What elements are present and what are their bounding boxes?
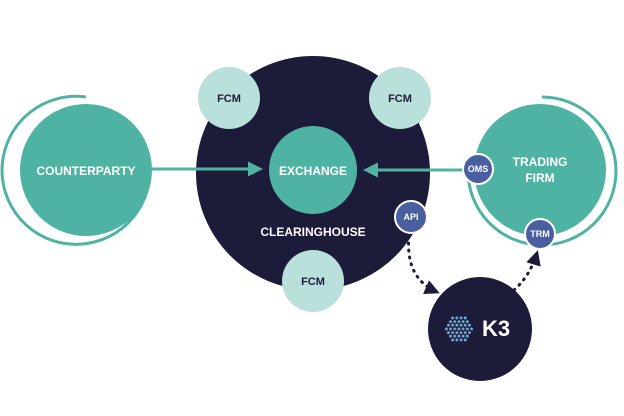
k3-logo-dot — [451, 323, 455, 327]
k3-logo-dot — [451, 331, 455, 335]
counterparty-label: COUNTERPARTY — [36, 164, 135, 178]
k3-logo-dot — [470, 327, 474, 331]
k3-logo-dot — [449, 334, 453, 338]
trading-firm-label-line2: FIRM — [525, 171, 554, 185]
counterparty-node: COUNTERPARTY — [0, 94, 152, 246]
fcm-bottom-circle — [282, 250, 344, 312]
trm-badge-label: TRM — [530, 229, 550, 239]
k3-logo-dot — [457, 320, 461, 324]
k3-logo-dot — [455, 316, 459, 320]
k3-logo-dot — [455, 331, 459, 335]
k3-logo-dot — [455, 338, 459, 342]
exchange-circle — [269, 126, 357, 214]
k3-logo-dot — [447, 323, 450, 327]
fcm-top-left-circle — [198, 67, 260, 129]
k3-logo-dot — [465, 334, 469, 338]
trading-firm-circle — [474, 104, 606, 236]
oms-badge-circle — [462, 153, 494, 185]
k3-logo-dot — [459, 316, 463, 320]
k3-logo-dot — [468, 323, 471, 327]
k3-logo-dot — [455, 323, 459, 327]
k3-logo-dot — [457, 327, 461, 331]
k3-logo-dot — [465, 320, 469, 324]
counterparty-circle — [20, 104, 152, 236]
fcm-top-right-label: FCM — [388, 93, 412, 105]
k3-logo-dot — [459, 323, 463, 327]
k3-logo-dot — [451, 316, 455, 320]
api-badge-label: API — [403, 212, 418, 222]
k3-node: K3 — [428, 277, 532, 381]
k3-logo-dot — [444, 327, 448, 331]
oms-badge-label: OMS — [468, 164, 489, 174]
k3-logo-dot — [465, 327, 469, 331]
k3-logo-dot — [468, 331, 471, 335]
trading-firm-ring — [466, 95, 618, 247]
k3-logo-dot — [447, 331, 450, 335]
fcm-top-right-circle — [369, 67, 431, 129]
k3-label: K3 — [482, 316, 510, 341]
trm-badge-circle — [524, 218, 556, 250]
fcm-bottom-node: FCM — [282, 250, 344, 312]
k3-logo-dot — [463, 316, 467, 320]
k3-logo-dot — [463, 338, 467, 342]
k3-logo-dot — [461, 334, 465, 338]
fcm-top-left-label: FCM — [217, 93, 241, 105]
k3-to-trm-arrow — [512, 250, 541, 292]
k3-logo-dot — [457, 334, 461, 338]
k3-logo-dot — [453, 320, 457, 324]
counterparty-ring — [0, 94, 152, 246]
trm-badge: TRM — [524, 218, 556, 250]
k3-logo-dot — [463, 331, 467, 335]
k3-logo-dot — [459, 338, 463, 342]
k3-logo-dot — [451, 338, 455, 342]
k3-hexagon-logo-icon — [444, 316, 474, 342]
api-to-k3-arrow — [407, 234, 440, 295]
exchange-label: EXCHANGE — [279, 164, 347, 178]
fcm-top-right-node: FCM — [369, 67, 431, 129]
exchange-node: EXCHANGE — [269, 126, 357, 214]
clearinghouse-label: CLEARINGHOUSE — [260, 225, 365, 239]
k3-logo-dot — [459, 331, 463, 335]
k3-logo-dot — [461, 320, 465, 324]
oms-badge: OMS — [462, 153, 494, 185]
trading-firm-label-line1: TRADING — [513, 155, 568, 169]
k3-circle — [428, 277, 532, 381]
k3-logo-dot — [461, 327, 465, 331]
fcm-bottom-label: FCM — [301, 276, 325, 288]
k3-logo-dot — [449, 327, 453, 331]
api-badge-circle — [394, 200, 428, 234]
k3-logo-dot — [463, 323, 467, 327]
k3-logo-dot — [453, 334, 457, 338]
fcm-top-left-node: FCM — [198, 67, 260, 129]
k3-logo-dot — [453, 327, 457, 331]
trading-firm-node: TRADING FIRM — [466, 95, 618, 247]
api-badge: API — [394, 200, 428, 234]
k3-logo-dot — [449, 320, 453, 324]
